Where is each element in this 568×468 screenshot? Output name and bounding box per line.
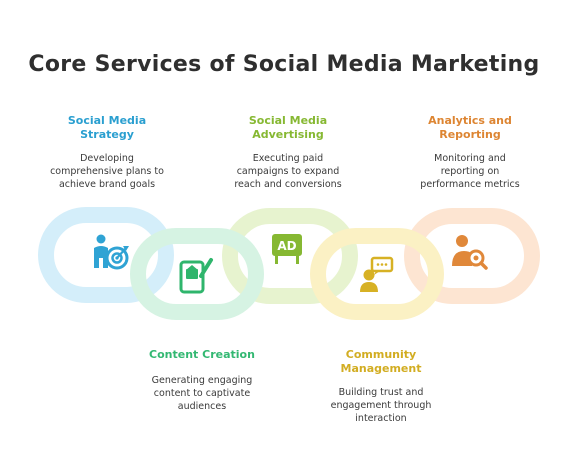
community-title: Community Management [340,348,422,375]
strategy-target-icon [94,234,129,270]
content-tablet-icon [179,258,213,294]
community-chat-icon [360,256,394,292]
ad-board-icon: AD [272,234,302,264]
svg-text:AD: AD [277,239,296,253]
content-title: Content Creation [149,348,255,361]
content-desc: Generating engaging content to captivate… [151,375,253,412]
advertising-desc: Executing paid campaigns to expand reach… [234,153,342,190]
chain-link-strategy [38,207,174,303]
chain-link-community [310,228,444,320]
analytics-desc: Monitoring and reporting on performance … [420,153,520,190]
analytics-title: Analytics and Reporting [428,114,512,141]
strategy-title: Social Media Strategy [67,114,147,141]
page-title: Core Services of Social Media Marketing [28,52,540,77]
strategy-desc: Developing comprehensive plans to achiev… [50,153,164,190]
chain-link-advertising [222,208,358,304]
chain-link-analytics [404,208,540,304]
advertising-title: Social Media Advertising [248,114,328,141]
community-desc: Building trust and engagement through in… [330,387,432,424]
chain-link-content [130,228,264,320]
analytics-person-icon [452,235,488,270]
